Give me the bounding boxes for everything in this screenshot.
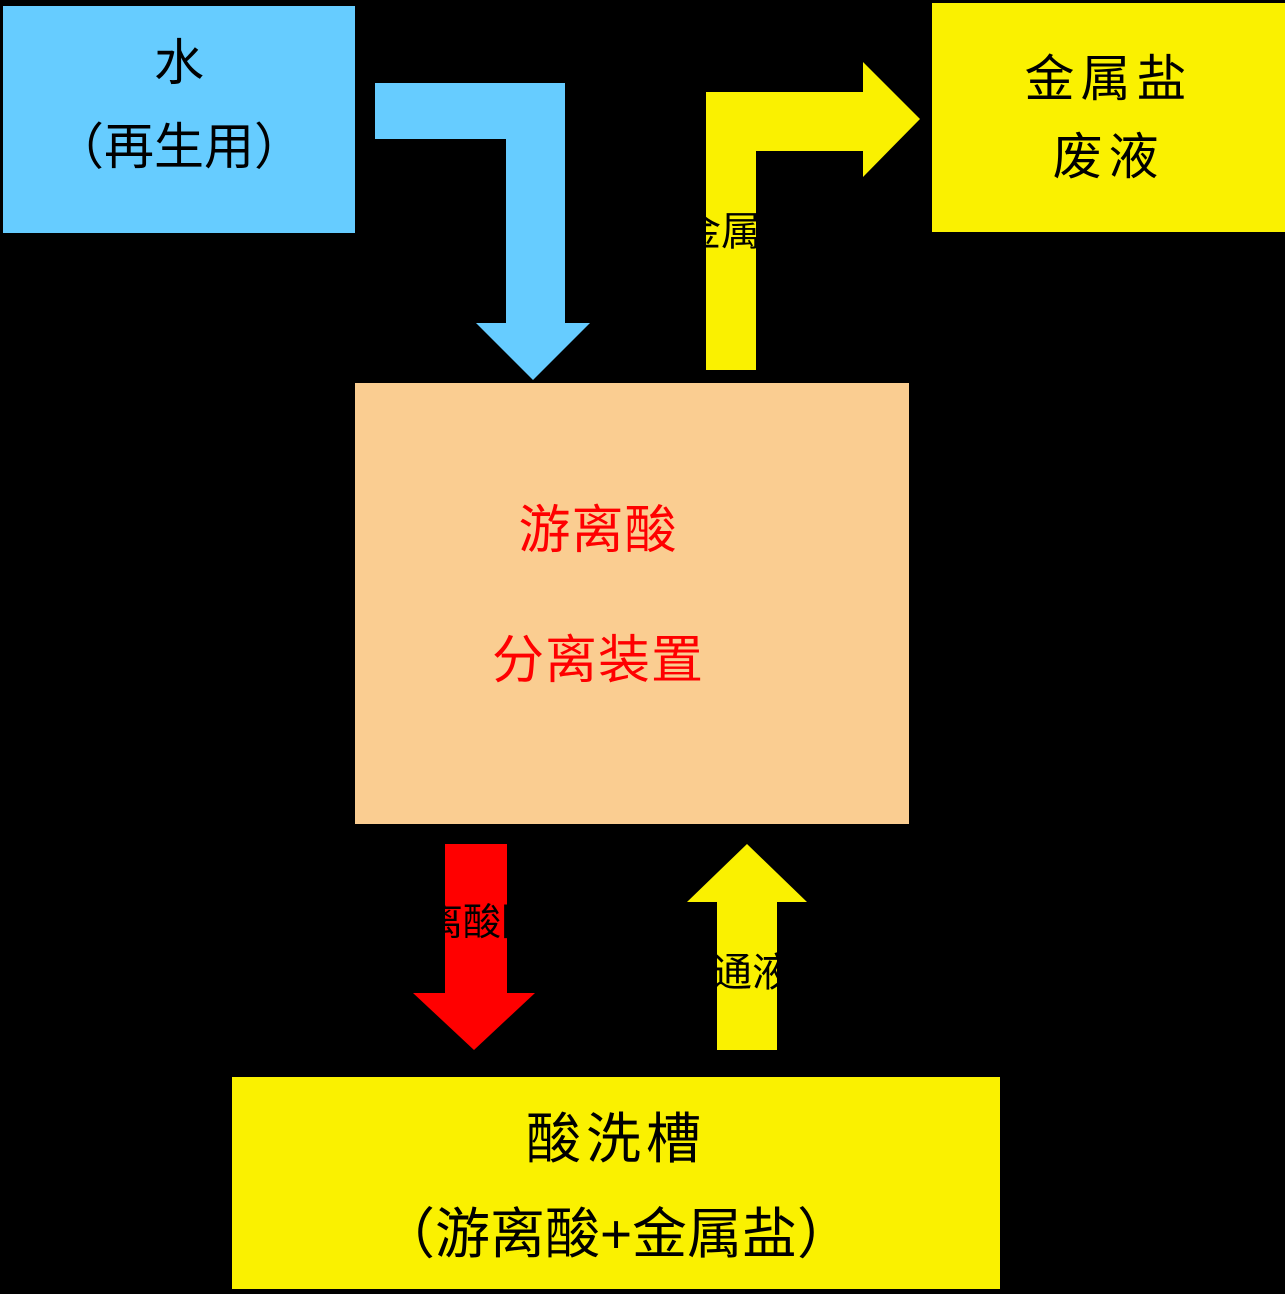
node-water-line2: （再生用） — [54, 118, 304, 175]
node-water: 水 （再生用） — [3, 6, 355, 233]
node-water-line1: 水 — [154, 34, 204, 91]
node-metal-salt-waste: 金属盐 废液 — [932, 3, 1285, 232]
node-metal-salt-waste-line1: 金属盐 — [1024, 50, 1193, 107]
separator-to-tank-arrow-shaft — [445, 844, 507, 993]
water-to-separator-arrow-shaft — [506, 83, 565, 323]
node-pickling-tank: 酸洗槽 （游离酸+金属盐） — [232, 1077, 1000, 1289]
node-pickling-tank-line1: 酸洗槽 — [525, 1108, 706, 1170]
separator-to-waste-arrow-hbar — [706, 92, 863, 151]
node-free-acid-separator-line1: 游离酸 — [518, 501, 678, 560]
tank-to-separator-arrow-shaft — [717, 902, 777, 1050]
tank-to-separator-arrowhead-icon — [687, 844, 807, 902]
node-metal-salt-waste-line2: 废液 — [1052, 128, 1165, 185]
node-free-acid-separator: 游离酸 分离装置 — [355, 383, 909, 824]
separator-to-tank-arrowhead-icon — [413, 993, 535, 1050]
node-free-acid-separator-line2: 分离装置 — [491, 631, 704, 690]
node-pickling-tank-line2: （游离酸+金属盐） — [379, 1203, 853, 1265]
flow-label-metal-salt: 金属盐 — [681, 210, 801, 254]
water-to-separator-arrowhead-icon — [476, 323, 590, 380]
flow-label-acid-recovery: 游离酸回收 — [387, 902, 578, 944]
separator-to-waste-arrowhead-icon — [863, 62, 920, 177]
flow-label-feed-liquid: 通液 — [712, 951, 792, 995]
